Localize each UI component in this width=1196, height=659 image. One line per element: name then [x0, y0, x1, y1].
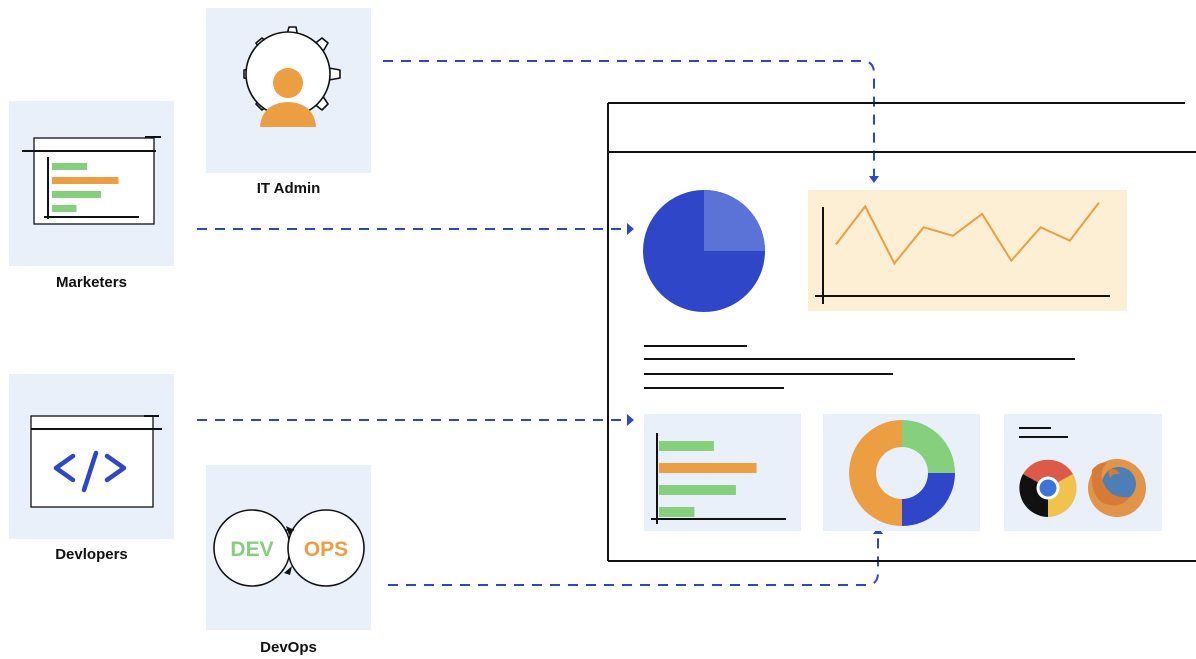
devops-connector — [388, 534, 879, 586]
bar-chart-bar — [659, 485, 736, 495]
ops-text: OPS — [304, 538, 348, 561]
chrome-icon — [1019, 459, 1077, 517]
bar-chart-bar — [659, 463, 757, 473]
text-placeholder-lines — [644, 345, 1075, 389]
dev-text: DEV — [230, 538, 273, 561]
arrowhead — [627, 414, 634, 426]
dashboard-window — [607, 102, 1196, 562]
devops-loop-icon: DEV OPS — [213, 509, 365, 587]
pie-chart — [643, 190, 765, 312]
marketers-bar — [52, 205, 77, 212]
developers-label: Devlopers — [55, 546, 128, 563]
it-admin-label: IT Admin — [256, 180, 321, 197]
browser-tile-lines — [1019, 427, 1068, 438]
devops-label: DevOps — [260, 639, 317, 656]
arrowhead — [869, 176, 879, 183]
gear-user-icon — [243, 26, 341, 127]
bar-chart-bar — [659, 441, 714, 451]
bar-chart-window-icon — [22, 136, 161, 225]
firefox-icon — [1088, 459, 1146, 517]
marketers-label: Marketers — [56, 274, 127, 291]
marketers-bar — [52, 191, 101, 198]
marketers-bar — [52, 177, 119, 184]
donut-chart — [849, 420, 955, 526]
line-chart — [808, 190, 1127, 311]
bar-chart — [651, 433, 786, 524]
connector-lines — [197, 60, 879, 586]
arrowhead — [627, 223, 634, 235]
marketers-bar — [52, 163, 87, 170]
line-chart-series — [835, 201, 1100, 266]
bar-chart-bar — [659, 507, 695, 517]
code-window-icon — [30, 415, 162, 508]
it-admin-connector — [383, 60, 875, 176]
